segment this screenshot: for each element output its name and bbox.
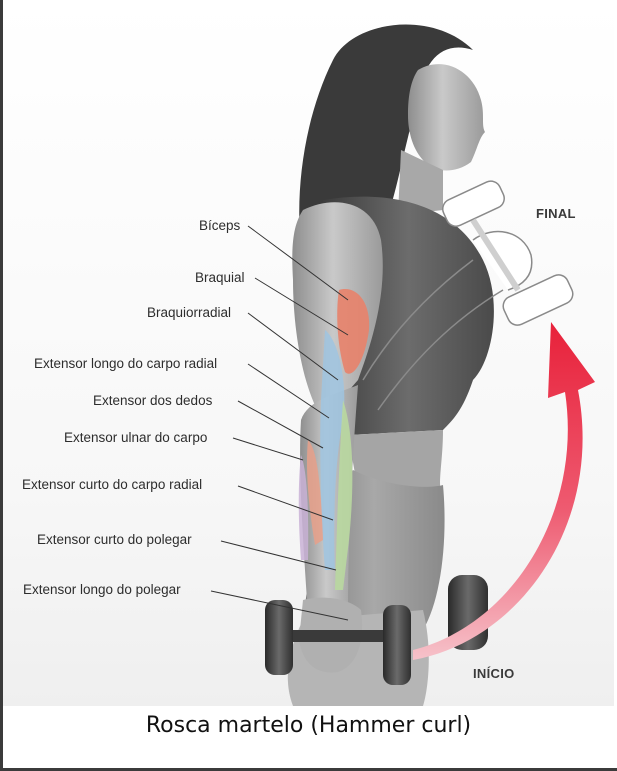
ghost-end-position bbox=[362, 180, 574, 411]
woman-hammer-curl-drawing bbox=[210, 24, 595, 706]
label-braquial: Braquial bbox=[195, 270, 245, 285]
label-extensor-dos-dedos: Extensor dos dedos bbox=[93, 393, 213, 408]
label-extensor-ulnar-carpo: Extensor ulnar do carpo bbox=[64, 430, 208, 445]
forearm-extensor-green bbox=[335, 400, 353, 590]
biceps-muscle bbox=[337, 289, 370, 374]
exercise-illustration: Bíceps Braquial Braquiorradial Extensor … bbox=[3, 0, 614, 706]
phase-final-label: FINAL bbox=[536, 206, 576, 221]
label-extensor-longo-polegar: Extensor longo do polegar bbox=[23, 582, 181, 597]
phase-inicio-label: INÍCIO bbox=[473, 666, 515, 681]
label-extensor-curto-carpo-radial: Extensor curto do carpo radial bbox=[22, 477, 203, 492]
forearm-extensor-blue bbox=[320, 330, 345, 570]
forearm-extensor-red bbox=[306, 440, 323, 545]
face bbox=[408, 64, 485, 171]
label-biceps: Bíceps bbox=[199, 218, 241, 233]
neck bbox=[398, 150, 443, 215]
forearm-extensor-violet bbox=[298, 455, 309, 560]
label-extensor-longo-carpo-radial: Extensor longo do carpo radial bbox=[34, 356, 218, 371]
label-braquiorradial: Braquiorradial bbox=[147, 305, 232, 320]
label-leader-lines bbox=[210, 225, 349, 621]
label-extensor-curto-polegar: Extensor curto do polegar bbox=[37, 532, 192, 547]
figure-caption: Rosca martelo (Hammer curl) bbox=[145, 713, 472, 738]
